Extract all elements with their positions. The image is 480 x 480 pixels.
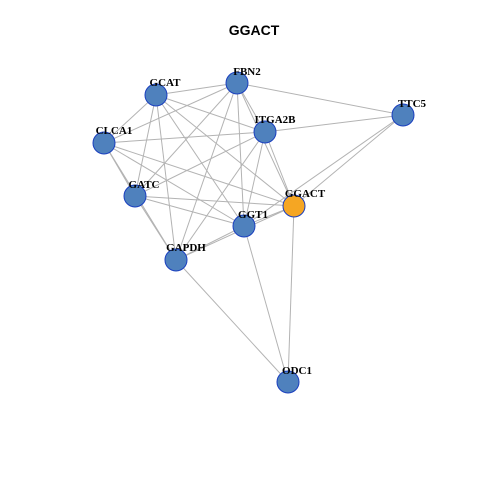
edge-ggt1-odc1 [243,225,289,383]
edge-gcat-ggt1 [155,94,245,227]
node-ggt1[interactable]: GGT1 [232,209,268,238]
node-gatc[interactable]: GATC [123,179,160,208]
edge-gcat-clca1 [103,94,157,144]
node-ggact[interactable]: GGACT [282,188,326,218]
node-label: GGACT [285,188,326,200]
edge-ggact-odc1 [287,205,295,383]
node-circle[interactable] [92,131,116,155]
edge-itga2b-clca1 [103,131,266,144]
node-label: FBN2 [233,66,261,78]
edge-ttc5-ggt1 [243,114,404,227]
node-label: GATC [129,179,160,191]
edge-fbn2-ggact [236,82,295,207]
node-odc1[interactable]: ODC1 [276,365,312,394]
node-itga2b[interactable]: ITGA2B [253,114,297,144]
node-label: GGT1 [238,209,268,221]
edge-gcat-itga2b [155,94,266,133]
node-clca1[interactable]: CLCA1 [92,125,133,155]
edge-clca1-ggt1 [103,142,245,227]
node-gapdh[interactable]: GAPDH [164,242,206,272]
node-circle[interactable] [253,120,277,144]
edge-clca1-ggact [103,142,295,207]
node-gcat[interactable]: GCAT [144,77,182,107]
edge-itga2b-ttc5 [264,114,404,133]
edge-ttc5-ggact [293,114,404,207]
edge-gatc-ggact [134,195,295,207]
graph-title: GGACT [229,22,280,38]
node-circle[interactable] [276,370,300,394]
edge-fbn2-gatc [134,82,238,197]
edge-layer [103,82,404,383]
node-circle[interactable] [282,194,306,218]
edge-gcat-ggact [155,94,295,207]
node-label: ITGA2B [255,114,297,126]
node-circle[interactable] [232,214,256,238]
node-circle[interactable] [391,103,415,127]
node-circle[interactable] [164,248,188,272]
node-label: GAPDH [166,242,206,254]
node-circle[interactable] [144,83,168,107]
edge-gatc-ggt1 [134,195,245,227]
node-label: ODC1 [282,365,312,377]
node-label: GCAT [150,77,182,89]
edge-itga2b-gatc [134,131,266,197]
edge-gcat-fbn2 [155,82,238,96]
edge-gcat-gapdh [155,94,177,261]
edge-gapdh-odc1 [175,259,289,383]
edge-fbn2-ggt1 [236,82,245,227]
edge-itga2b-ggt1 [243,131,266,227]
node-circle[interactable] [225,71,249,95]
node-ttc5[interactable]: TTC5 [391,98,427,127]
node-label: CLCA1 [96,125,133,137]
edge-gcat-gatc [134,94,157,197]
node-fbn2[interactable]: FBN2 [225,66,261,95]
node-label: TTC5 [398,98,427,110]
edge-fbn2-clca1 [103,82,238,144]
edge-fbn2-gapdh [175,82,238,261]
edge-itga2b-ggact [264,131,295,207]
edge-gatc-gapdh [134,195,177,261]
edge-itga2b-gapdh [175,131,266,261]
edge-fbn2-ttc5 [236,82,404,116]
node-circle[interactable] [123,184,147,208]
